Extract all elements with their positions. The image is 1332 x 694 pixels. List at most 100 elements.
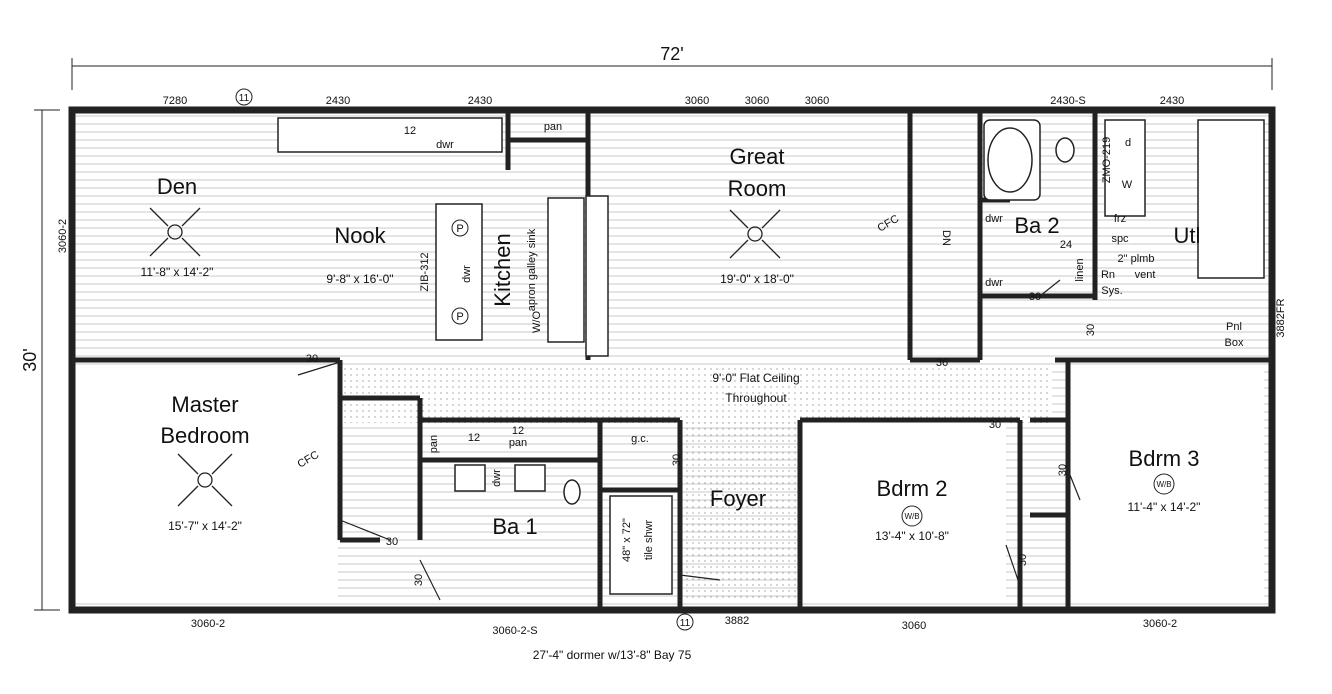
utl-rn: Rn [1101, 269, 1115, 281]
den-label: Den [157, 174, 197, 199]
kitchen-pantry: pan [544, 121, 562, 133]
bdrm3-size: 11'-4" x 14'-2" [1128, 500, 1201, 514]
utl-washer: W [1122, 179, 1133, 191]
wb-marker [1153, 473, 1175, 495]
svg-text:30: 30 [306, 353, 318, 365]
p-marker-label: P [456, 223, 463, 235]
hall-cabinet-12: 12 [512, 425, 524, 437]
kitchen-label: Kitchen [490, 233, 515, 306]
great-room-label-2: Room [728, 176, 787, 201]
wb-marker [901, 505, 923, 527]
great-room-ceiling-fan [729, 209, 781, 259]
svg-text:11: 11 [239, 93, 250, 104]
foyer-gc: g.c. [631, 433, 649, 445]
top-window-labels: 7280 2430 2430 3060 3060 3060 2430-S 243… [163, 95, 1184, 107]
master-label-1: Master [171, 392, 238, 417]
hall-pantry: pan [428, 435, 440, 453]
master-ceiling-fan [177, 453, 233, 507]
shower-type: tile shwr [643, 519, 655, 560]
foyer-label: Foyer [710, 486, 766, 511]
left-window-label: 3060-2 [57, 219, 69, 253]
utl-vent: vent [1135, 269, 1156, 281]
window-label: 7280 [163, 95, 187, 107]
nook-size: 9'-8" x 16'-0" [326, 272, 393, 286]
den-ceiling-fan [149, 207, 201, 257]
kitchen-zib-label: ZIB-312 [419, 252, 431, 291]
utl-label: Utl [1174, 223, 1201, 248]
dn-label: DN [940, 230, 952, 246]
svg-text:11: 11 [680, 618, 691, 629]
kitchen-dwr: dwr [461, 265, 473, 283]
ba2-24: 24 [1060, 239, 1072, 251]
utl-frz: frz [1114, 213, 1126, 225]
bdrm2-label: Bdrm 2 [877, 476, 948, 501]
utl-dryer: d [1125, 137, 1131, 149]
svg-text:30: 30 [413, 574, 425, 586]
p-marker-label: P [456, 311, 463, 323]
footer-note: 27'-4" dormer w/13'-8" Bay 75 [533, 648, 692, 662]
window-label: 3882 [725, 615, 749, 627]
utl-pnl: Pnl [1226, 321, 1242, 333]
svg-text:30: 30 [989, 419, 1001, 431]
kitchen-island [277, 117, 609, 357]
doors [297, 279, 1081, 601]
linen-label: linen [1074, 258, 1086, 281]
kitchen-sink-note: apron galley sink [526, 228, 538, 311]
shower-size: 48" x 72" [621, 518, 633, 562]
svg-text:36: 36 [936, 357, 948, 369]
bottom-window-labels: 3060-2 3060-2-S 3882 3060 3060-2 [191, 615, 1177, 637]
overall-depth-label: 30' [20, 348, 40, 371]
bdrm3-label: Bdrm 3 [1129, 446, 1200, 471]
master-size: 15'-7" x 14'-2" [168, 519, 242, 533]
window-label: 2430 [326, 95, 350, 107]
bdrm3-wb: W/B [1156, 480, 1171, 489]
door-width-labels: 30 30 36 30 30 30 30 30 30 30 [306, 291, 1097, 586]
window-label: 3060 [685, 95, 709, 107]
svg-text:30: 30 [1017, 554, 1029, 566]
hall-pantry-2: pan [509, 437, 527, 449]
great-room-size: 19'-0" x 18'-0" [720, 272, 794, 286]
window-label: 3060 [902, 620, 926, 632]
window-label: 3060-2-S [492, 625, 537, 637]
ba2-label: Ba 2 [1014, 213, 1059, 238]
svg-text:30: 30 [671, 454, 683, 466]
utl-box: Box [1225, 337, 1244, 349]
utl-zmo: ZMO-219 [1101, 137, 1113, 183]
master-label-2: Bedroom [160, 423, 249, 448]
svg-text:30: 30 [1057, 464, 1069, 476]
window-label: 2430 [468, 95, 492, 107]
svg-text:30: 30 [1085, 324, 1097, 336]
cabinet-dwr: dwr [436, 139, 454, 151]
marker-circle: 11 [676, 613, 694, 631]
utl-spc: spc [1111, 233, 1129, 245]
master-bedroom-floor [74, 366, 338, 602]
utl-sys: Sys. [1101, 285, 1122, 297]
utl-plmb: 2" plmb [1118, 253, 1155, 265]
right-window-label: 3882FR [1275, 298, 1287, 337]
window-label: 3060-2 [1143, 618, 1177, 630]
upper-cabinet-12: 12 [404, 125, 416, 137]
ceiling-note-1: 9'-0" Flat Ceiling [712, 371, 799, 385]
hallway-texture [342, 368, 1052, 423]
bath-fixtures [454, 119, 1265, 595]
ba1-label: Ba 1 [492, 514, 537, 539]
p-marker [451, 307, 469, 325]
svg-text:30: 30 [386, 536, 398, 548]
nook-label: Nook [334, 223, 386, 248]
great-room-label-1: Great [729, 144, 784, 169]
ba2-dwr: dwr [985, 277, 1003, 289]
bdrm2-wb: W/B [904, 512, 919, 521]
overall-width-label: 72' [660, 44, 683, 64]
p-marker [451, 219, 469, 237]
den-size: 11'-8" x 14'-2" [141, 265, 214, 279]
hall-cabinet-12: 12 [468, 432, 480, 444]
kitchen-wo: W/O [531, 311, 543, 333]
bdrm2-size: 13'-4" x 10'-8" [875, 529, 949, 543]
window-label: 3060 [805, 95, 829, 107]
interior-walls [72, 112, 1272, 610]
window-label: 2430 [1160, 95, 1184, 107]
svg-text:30: 30 [1029, 291, 1041, 303]
foyer-floor [680, 422, 798, 602]
ceiling-note-2: Throughout [725, 391, 787, 405]
